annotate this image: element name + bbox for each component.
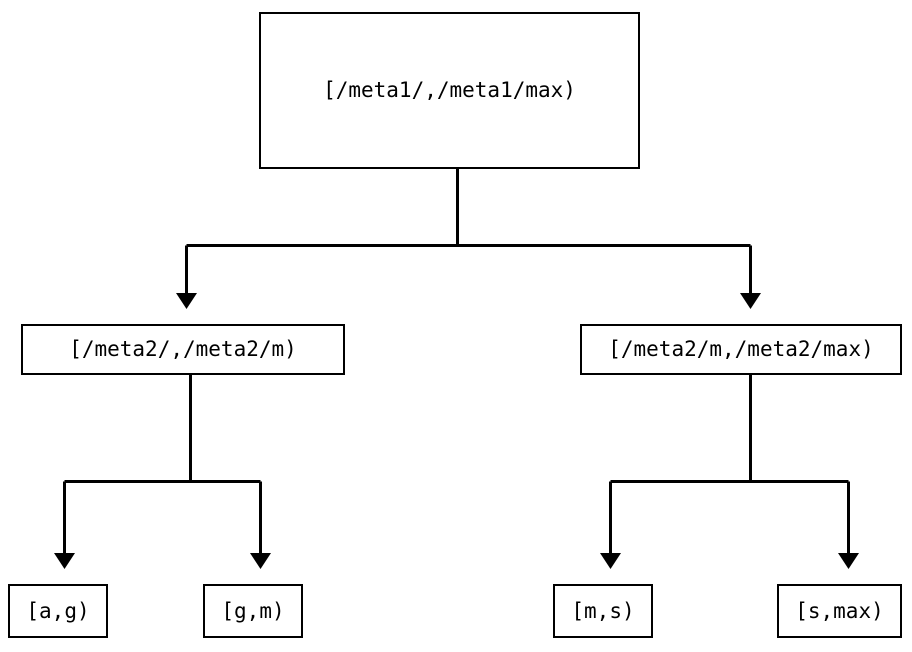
tree-node-leaf-label: [s,max) (795, 598, 884, 623)
arrowhead-icon-leaf-1 (250, 553, 271, 569)
tree-node-leaf-label: [a,g) (26, 598, 90, 623)
tree-node-left-mid[interactable]: [/meta2/,/meta2/m) (21, 324, 345, 375)
arrowhead-icon-left-mid (176, 293, 197, 309)
arrowhead-icon-leaf-0 (54, 553, 75, 569)
tree-node-leaf[interactable]: [g,m) (203, 584, 303, 638)
tree-node-leaf-label: [g,m) (221, 598, 285, 623)
tree-node-root[interactable]: [/meta1/,/meta1/max) (259, 12, 640, 169)
tree-node-right-mid[interactable]: [/meta2/m,/meta2/max) (580, 324, 902, 375)
tree-node-root-label: [/meta1/,/meta1/max) (323, 78, 576, 102)
arrowhead-icon-right-mid (740, 293, 761, 309)
arrowhead-icon-leaf-3 (838, 553, 859, 569)
tree-node-left-mid-label: [/meta2/,/meta2/m) (69, 337, 297, 361)
tree-node-leaf[interactable]: [s,max) (777, 584, 902, 638)
tree-node-right-mid-label: [/meta2/m,/meta2/max) (608, 337, 874, 361)
tree-node-leaf[interactable]: [m,s) (553, 584, 653, 638)
arrowhead-icon-leaf-2 (600, 553, 621, 569)
tree-node-leaf-label: [m,s) (571, 598, 635, 623)
tree-node-leaf[interactable]: [a,g) (8, 584, 108, 638)
